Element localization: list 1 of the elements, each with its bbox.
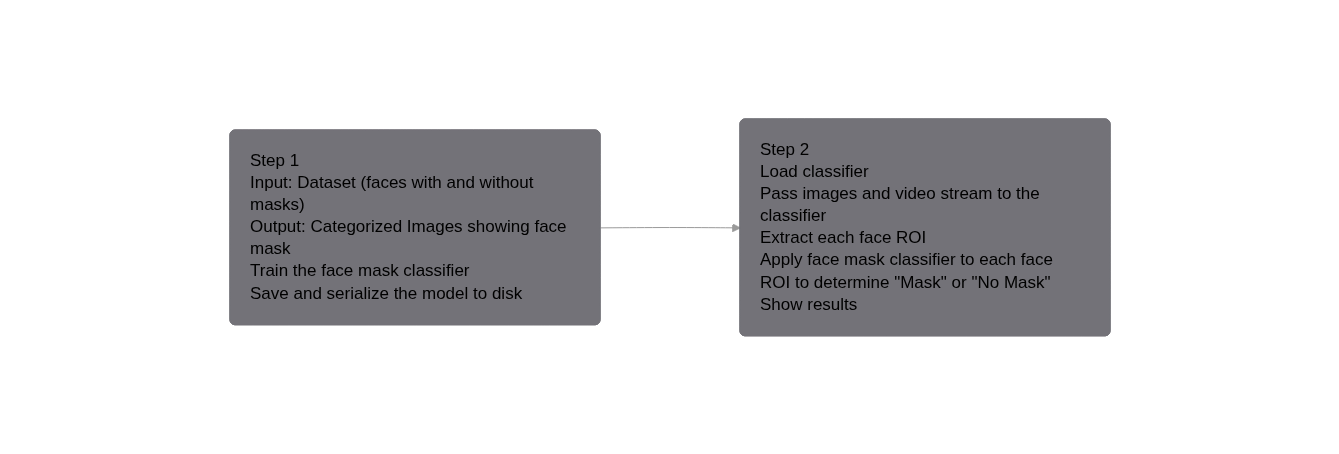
arrow [599,223,741,232]
